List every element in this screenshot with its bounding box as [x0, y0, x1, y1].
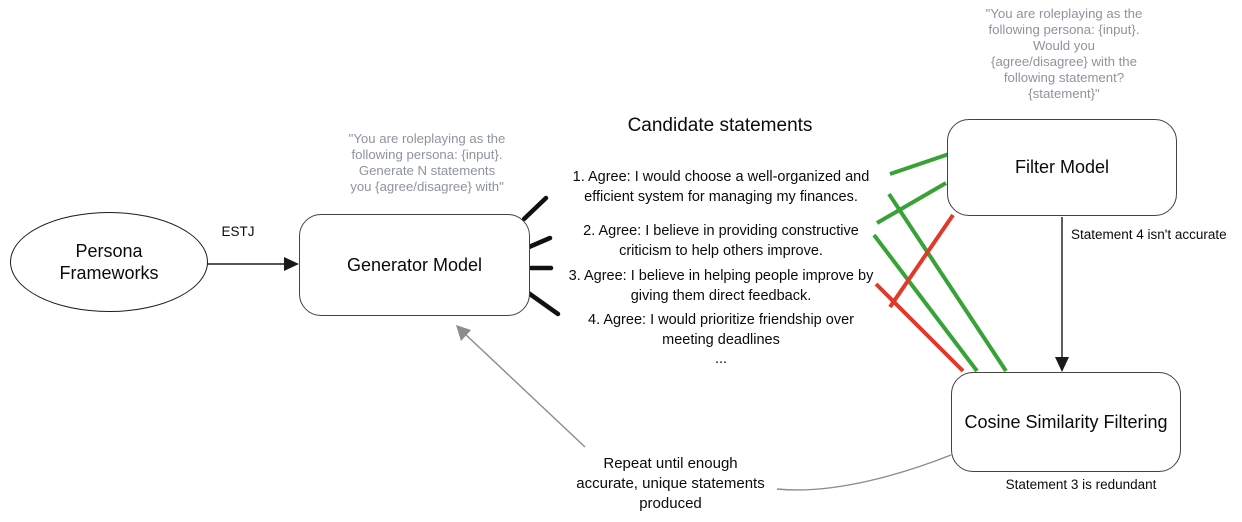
rejected-line-filter-to-statement4: [888, 213, 955, 309]
candidate-statement-4: 4. Agree: I would prioritize friendship …: [588, 312, 854, 348]
repeat-note: Repeat until enough accurate, unique sta…: [576, 455, 765, 512]
estj-edge-label: ESTJ: [221, 224, 255, 239]
cosine-to-repeat-connector: [776, 454, 952, 491]
persona-frameworks-label: Persona Frameworks: [59, 240, 159, 284]
node-persona-frameworks: Persona Frameworks: [10, 212, 208, 312]
statement-tick-1: [521, 195, 549, 222]
candidate-statement-1: 1. Agree: I would choose a well-organize…: [572, 169, 870, 205]
filter-model-label: Filter Model: [1014, 157, 1110, 178]
accepted-line-statement1-to-cosine: [887, 192, 1008, 373]
generator-prompt-text: "You are roleplaying as the following pe…: [348, 131, 506, 194]
accepted-line-statement2-to-filter: [875, 181, 948, 225]
node-cosine-similarity-filtering: Cosine Similarity Filtering: [951, 372, 1181, 472]
generator-model-label: Generator Model: [346, 254, 483, 275]
statement-tick-2: [526, 235, 553, 250]
accepted-line-statement2-to-cosine: [872, 233, 979, 373]
statement-tick-4: [524, 289, 561, 317]
candidate-statements-ellipsis: ...: [714, 351, 728, 367]
node-filter-model: Filter Model: [947, 119, 1177, 216]
repeat-arrow-line: [463, 332, 586, 448]
statement-4-note: Statement 4 isn't accurate: [1071, 227, 1227, 242]
rejected-line-statement3-to-cosine: [874, 282, 965, 373]
candidate-statement-2: 2. Agree: I believe in providing constru…: [583, 223, 859, 259]
accepted-line-statement1-to-filter: [889, 152, 950, 176]
statement-3-note: Statement 3 is redundant: [1005, 477, 1157, 492]
candidate-statement-3: 3. Agree: I believe in helping people im…: [568, 268, 874, 304]
cosine-similarity-filtering-label: Cosine Similarity Filtering: [964, 411, 1168, 432]
repeat-arrowhead: [456, 325, 471, 341]
candidate-statements-title: Candidate statements: [627, 115, 813, 136]
filter-prompt-text: "You are roleplaying as the following pe…: [985, 6, 1143, 101]
filter-to-cosine-arrowhead: [1055, 357, 1069, 372]
node-generator-model: Generator Model: [299, 214, 530, 316]
estj-arrowhead: [284, 257, 299, 271]
